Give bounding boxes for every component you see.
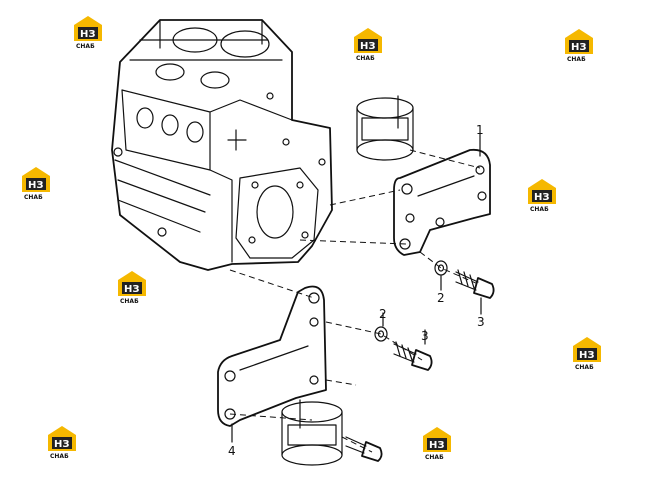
bolt-bottom (345, 436, 383, 462)
watermark-logo: НЗ СНАБ (528, 179, 556, 213)
svg-text:СНАБ: СНАБ (76, 43, 95, 50)
callout-4: 4 (228, 444, 236, 458)
lower-mount-cushion (281, 399, 343, 466)
svg-text:СНАБ: СНАБ (530, 206, 549, 213)
watermark-logo: НЗ СНАБ (423, 427, 451, 461)
assembly-lines (229, 149, 481, 453)
svg-text:СНАБ: СНАБ (356, 55, 375, 62)
svg-text:СНАБ: СНАБ (425, 454, 444, 461)
svg-text:СНАБ: СНАБ (24, 194, 43, 201)
svg-text:СНАБ: СНАБ (575, 364, 594, 371)
svg-text:НЗ: НЗ (80, 29, 95, 40)
svg-text:НЗ: НЗ (28, 180, 43, 191)
svg-text:НЗ: НЗ (579, 350, 594, 361)
callout-2-upper: 2 (437, 291, 445, 305)
watermark-logo: НЗ СНАБ (354, 28, 382, 62)
washer-upper (434, 260, 448, 276)
svg-text:СНАБ: СНАБ (120, 298, 139, 305)
callout-2-lower: 2 (379, 307, 387, 321)
callout-3-upper: 3 (477, 315, 485, 329)
callout-1: 1 (476, 123, 484, 137)
watermark-logo: НЗ СНАБ (118, 271, 146, 305)
bolt-lower (393, 341, 433, 371)
watermark-logo: НЗ СНАБ (74, 16, 102, 50)
svg-text:СНАБ: СНАБ (50, 453, 69, 460)
svg-text:НЗ: НЗ (360, 41, 375, 52)
washer-lower (374, 326, 388, 342)
callout-3-lower: 3 (421, 329, 429, 343)
watermark-logo: НЗ СНАБ (565, 29, 593, 63)
bracket-4 (217, 285, 327, 427)
svg-text:НЗ: НЗ (534, 192, 549, 203)
watermark-logo: НЗ СНАБ (48, 426, 76, 460)
svg-text:НЗ: НЗ (429, 440, 444, 451)
watermark-logo: НЗ СНАБ (573, 337, 601, 371)
bolt-upper (455, 269, 495, 299)
svg-text:СНАБ: СНАБ (567, 56, 586, 63)
callout-leaders (231, 133, 482, 443)
svg-text:НЗ: НЗ (124, 284, 139, 295)
svg-text:НЗ: НЗ (54, 439, 69, 450)
bracket-1 (393, 148, 491, 256)
engine-block (111, 19, 333, 271)
upper-mount-cushion (356, 95, 414, 161)
watermark-logo: НЗ СНАБ (22, 167, 50, 201)
svg-text:НЗ: НЗ (571, 42, 586, 53)
